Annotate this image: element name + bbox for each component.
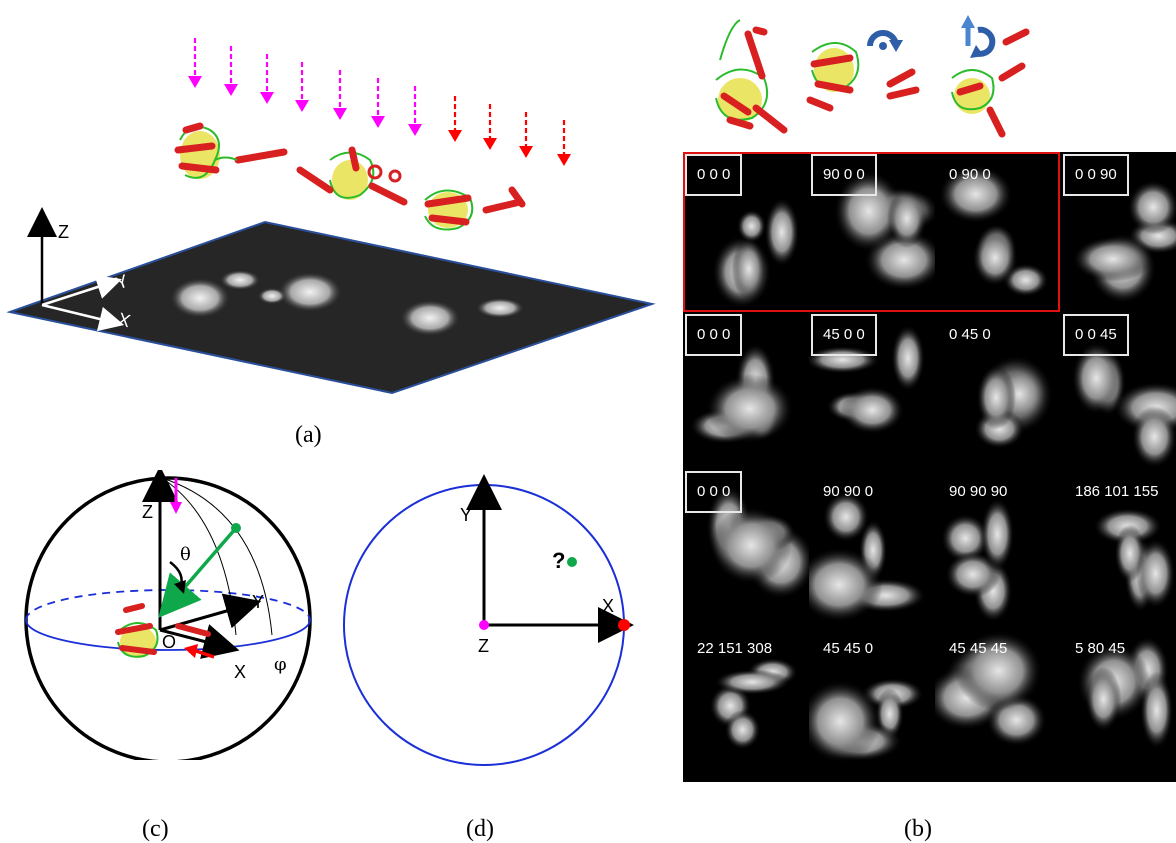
projection-cell: 0 90 0	[935, 152, 1061, 309]
euler-angle-label: 0 0 0	[685, 471, 743, 513]
projection-cell: 0 0 0	[683, 469, 809, 626]
projection-image	[809, 324, 925, 435]
protein-model-c	[115, 603, 211, 658]
projection-image	[706, 485, 809, 599]
euler-angle-label: 45 0 0	[811, 314, 877, 356]
protein-model-3	[424, 186, 526, 231]
projection-image	[938, 165, 1049, 297]
x-axis	[159, 624, 240, 659]
projection-image	[712, 197, 800, 309]
projection-cell: 22 151 308	[683, 626, 809, 782]
panel-a-label: (a)	[295, 422, 322, 448]
panel-a-z-label: Z	[58, 222, 69, 242]
euler-angle-label: 0 0 0	[685, 154, 743, 196]
panel-d-label: (d)	[466, 816, 494, 842]
micrograph-plane	[6, 220, 656, 395]
theta-label: θ	[180, 544, 191, 565]
projection-image	[1071, 341, 1176, 468]
rotate-around-vertical-icon	[961, 15, 996, 58]
projection-cell: 5 80 45	[1061, 626, 1176, 782]
y-axis	[159, 593, 262, 632]
protein-orientation-1	[715, 19, 788, 134]
panel-c-label: (c)	[142, 816, 169, 842]
projection-image	[974, 355, 1054, 449]
panel-c-origin-label: O	[162, 632, 177, 652]
magenta-arrow	[170, 478, 182, 514]
euler-angle-label: 5 80 45	[1075, 640, 1126, 657]
projection-image	[941, 497, 1015, 623]
projection-cell: 45 0 0	[809, 312, 935, 469]
panel-d-y-label: Y	[460, 505, 473, 525]
panel-c-x-label: X	[234, 662, 247, 682]
euler-angle-label: 45 45 0	[823, 640, 874, 657]
highlight-frame	[683, 152, 1060, 312]
rotate-cw-icon	[867, 30, 903, 52]
projection-cell: 90 0 0	[809, 152, 935, 309]
panel-d	[343, 474, 634, 766]
projection-images	[170, 270, 524, 336]
projection-image	[809, 491, 927, 623]
unit-sphere	[24, 476, 312, 760]
protein-model-2	[296, 146, 408, 206]
euler-angle-label: 186 101 155	[1075, 483, 1159, 500]
protein-model-1	[174, 122, 288, 179]
panel-c	[24, 470, 312, 760]
euler-angle-label: 90 0 0	[811, 154, 877, 196]
panel-d-x-label: X	[602, 596, 615, 616]
projection-cell: 90 90 0	[809, 469, 935, 626]
projection-cell: 90 90 90	[935, 469, 1061, 626]
euler-angle-label: 0 45 0	[949, 326, 991, 343]
projection-image-grid: 0 0 0 90 0 0 0 90 0 0 0 90 0 0 0 45 0 0 0 45 0…	[683, 152, 1176, 782]
projection-cell: 0 45 0	[935, 312, 1061, 469]
panel-c-y-label: Y	[252, 592, 265, 612]
euler-angle-label: 22 151 308	[697, 640, 773, 657]
euler-angle-label: 90 90 90	[949, 483, 1008, 500]
euler-angle-label: 0 0 0	[685, 314, 743, 356]
y-axis	[41, 274, 122, 307]
projection-cell: 0 0 90	[1061, 152, 1176, 309]
projection-image	[689, 343, 794, 444]
projection-arrows	[188, 38, 571, 166]
projection-image	[709, 657, 798, 750]
phi-label: φ	[274, 654, 287, 675]
projection-cell: 45 45 0	[809, 626, 935, 782]
z-point	[479, 620, 489, 630]
unknown-point	[567, 557, 577, 567]
euler-angle-label: 45 45 45	[949, 640, 1008, 657]
euler-angle-label: 0 0 45	[1063, 314, 1129, 356]
projection-cell: 0 0 45	[1061, 312, 1176, 469]
projection-cell: 45 45 45	[935, 626, 1061, 782]
panel-a	[6, 38, 656, 395]
panel-b-label: (b)	[904, 816, 932, 842]
protein-orientation-3	[951, 28, 1030, 138]
projection-cell: 0 0 0	[683, 152, 809, 309]
projection-image	[809, 678, 924, 763]
protein-orientation-2	[806, 42, 920, 112]
projection-image	[1093, 507, 1176, 613]
view-point	[231, 523, 241, 533]
panel-c-z-label: Z	[142, 502, 153, 522]
projection-image	[833, 170, 935, 291]
euler-angle-label: 0 0 90	[1063, 154, 1129, 196]
x-axis	[41, 303, 125, 332]
panel-d-z-label: Z	[478, 636, 489, 656]
x-point	[618, 619, 630, 631]
red-arrow	[184, 644, 215, 659]
panel-b-models	[715, 15, 1030, 138]
equator-front	[25, 619, 311, 651]
projection-image	[935, 630, 1047, 747]
projection-cell: 186 101 155	[1061, 469, 1176, 626]
euler-angle-label: 90 90 0	[823, 483, 874, 500]
projection-cell: 0 0 0	[683, 312, 809, 469]
euler-angle-label: 0 90 0	[949, 166, 991, 183]
projection-image	[1076, 636, 1174, 750]
question-mark: ?	[552, 548, 566, 573]
projection-image	[1072, 180, 1176, 304]
